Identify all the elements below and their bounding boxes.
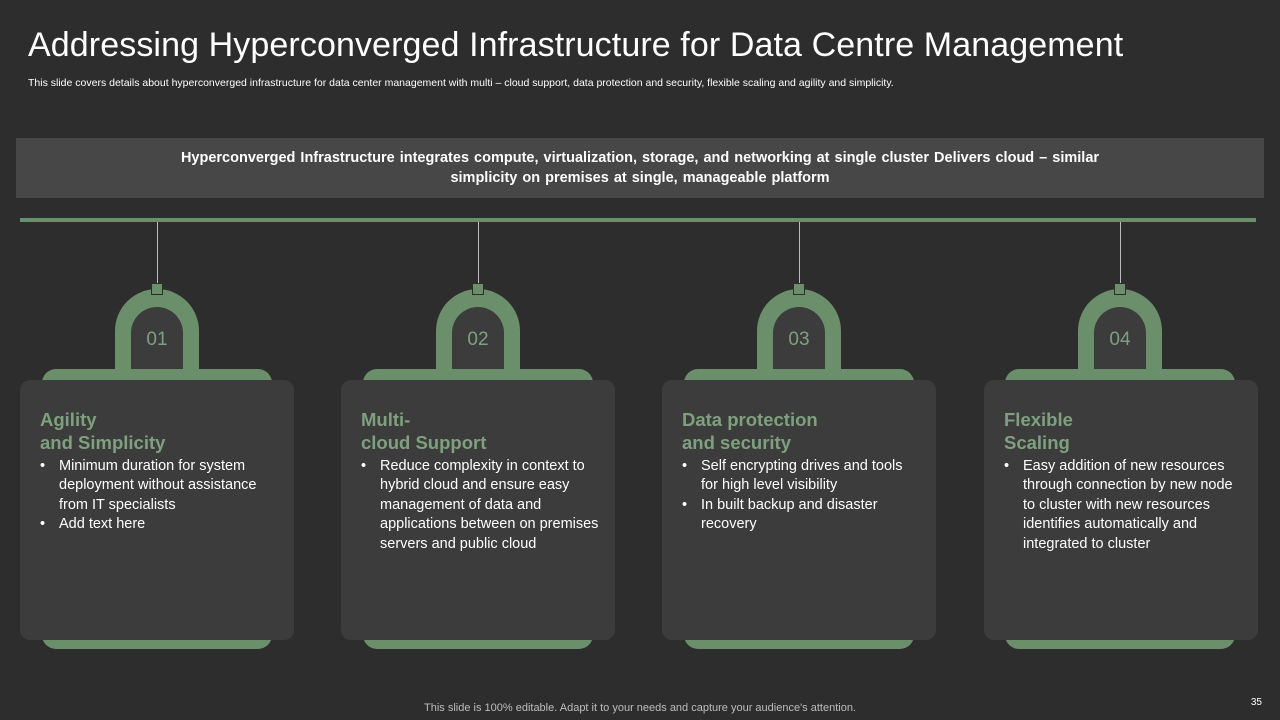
connector-knob-3 bbox=[793, 283, 805, 295]
feature-card-multicloud: Multi- cloud Support Reduce complexity i… bbox=[341, 380, 615, 640]
connector-knob-1 bbox=[151, 283, 163, 295]
bullet-item: Add text here bbox=[36, 515, 278, 535]
connector-line-4 bbox=[1120, 222, 1121, 284]
step-number-2: 02 bbox=[467, 329, 489, 350]
card-title-3: Data protection and security bbox=[682, 409, 818, 453]
bullet-list-2: Reduce complexity in context to hybrid c… bbox=[357, 457, 599, 554]
card-title-4: Flexible Scaling bbox=[1004, 409, 1073, 453]
bullet-list-4: Easy addition of new resources through c… bbox=[1000, 457, 1242, 554]
bullet-item: Self encrypting drives and tools for hig… bbox=[678, 457, 920, 496]
step-number-1: 01 bbox=[146, 329, 168, 350]
card-title-2: Multi- cloud Support bbox=[361, 409, 487, 453]
bullet-list-3: Self encrypting drives and tools for hig… bbox=[678, 457, 920, 535]
feature-card-data-protection: Data protection and security Self encryp… bbox=[662, 380, 936, 640]
feature-card-agility: Agility and Simplicity Minimum duration … bbox=[20, 380, 294, 640]
slide-title: Addressing Hyperconverged Infrastructure… bbox=[28, 26, 1124, 64]
connector-line-1 bbox=[157, 222, 158, 284]
bullet-item: Easy addition of new resources through c… bbox=[1000, 457, 1242, 554]
step-number-3: 03 bbox=[788, 329, 810, 350]
connector-knob-2 bbox=[472, 283, 484, 295]
bullet-item: Minimum duration for system deployment w… bbox=[36, 457, 278, 515]
bullet-item: In built backup and disaster recovery bbox=[678, 496, 920, 535]
timeline-bar bbox=[20, 218, 1256, 222]
card-title-1: Agility and Simplicity bbox=[40, 409, 166, 453]
step-number-4: 04 bbox=[1109, 329, 1131, 350]
banner-text: Hyperconverged Infrastructure integrates… bbox=[180, 150, 1100, 186]
connector-line-3 bbox=[799, 222, 800, 284]
feature-card-flexible-scaling: Flexible Scaling Easy addition of new re… bbox=[984, 380, 1258, 640]
summary-banner: Hyperconverged Infrastructure integrates… bbox=[16, 138, 1264, 198]
bullet-item: Reduce complexity in context to hybrid c… bbox=[357, 457, 599, 554]
connector-line-2 bbox=[478, 222, 479, 284]
slide-subtitle: This slide covers details about hypercon… bbox=[28, 77, 894, 89]
page-number: 35 bbox=[1250, 697, 1262, 708]
bullet-list-1: Minimum duration for system deployment w… bbox=[36, 457, 278, 535]
footer-note: This slide is 100% editable. Adapt it to… bbox=[424, 702, 856, 714]
connector-knob-4 bbox=[1114, 283, 1126, 295]
